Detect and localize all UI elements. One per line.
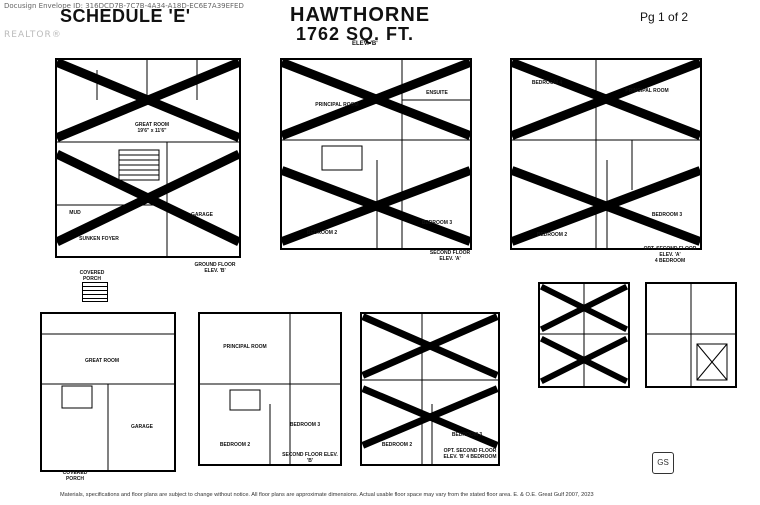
second-floor-b-label: SECOND FLOOR ELEV. 'B' <box>280 452 340 464</box>
square-footage: 1762 SQ. FT. <box>296 24 415 44</box>
model-name: HAWTHORNE <box>290 4 431 26</box>
room-label-foyer: SUNKEN FOYER <box>79 236 119 242</box>
room-label-mud: MUD <box>69 210 81 216</box>
floor-plan-drawing <box>57 60 239 256</box>
floor-plan-drawing <box>540 284 628 386</box>
room-label-bedroom-3: BEDROOM 3 <box>651 212 683 218</box>
opt-second-floor-plan-b: BEDROOM 2 BEDROOM 3 OPT. SECOND FLOOR EL… <box>360 312 500 466</box>
opt-second-floor-b-label: OPT. SECOND FLOOR ELEV. 'B' 4 BEDROOM <box>442 448 498 460</box>
opt-second-floor-note: 4 BEDROOM <box>654 258 686 264</box>
second-floor-b-title: SECOND FLOOR <box>282 452 323 458</box>
opt-second-floor-b-title: OPT. SECOND FLOOR <box>443 448 497 454</box>
floor-plan-drawing <box>512 60 700 248</box>
opt-second-floor-plan-a: BEDROOM 4 PRINCIPAL ROOM BEDROOM 2 BEDRO… <box>510 58 702 250</box>
porch-steps <box>82 282 108 302</box>
small-plan-open <box>645 282 737 388</box>
floor-plan-drawing <box>42 333 174 470</box>
room-label-bedroom-2: BEDROOM 2 <box>536 232 568 238</box>
floor-plan-drawing <box>647 284 735 386</box>
opt-second-floor-b-elev: ELEV. 'B' <box>443 454 465 460</box>
small-plan-crossed <box>538 282 630 388</box>
room-label-bedroom-4: BEDROOM 4 <box>531 80 563 86</box>
room-label-principal: PRINCIPAL ROOM <box>625 88 669 94</box>
realtor-watermark: REALTOR® <box>4 30 62 40</box>
ground-floor-label: GROUND FLOOR ELEV. 'B' <box>190 262 240 274</box>
room-dim-great-room: 19'6" x 11'6" <box>137 128 167 134</box>
opt-second-floor-elev: ELEV. 'A' <box>659 252 681 258</box>
room-label-bedroom-2: BEDROOM 2 <box>306 230 338 236</box>
room-label-principal: PRINCIPAL ROOM <box>315 102 359 108</box>
room-label-garage: GARAGE <box>191 212 213 218</box>
room-label-garage: GARAGE <box>131 424 153 430</box>
room-label-great-room: GREAT ROOM <box>134 122 170 128</box>
second-floor-label: SECOND FLOOR ELEV. 'A' <box>425 250 475 262</box>
room-label-bedroom-3: BEDROOM 3 <box>451 432 483 438</box>
second-floor-plan-a: PRINCIPAL ROOM ENSUITE BEDROOM 2 BEDROOM… <box>280 58 472 250</box>
covered-porch-label-b: COVERED PORCH <box>62 470 88 482</box>
elevation-label: ELEV. 'B' <box>352 41 378 47</box>
ground-floor-title: GROUND FLOOR <box>194 262 236 268</box>
ground-floor-plan-b: GREAT ROOM GARAGE <box>40 312 176 472</box>
covered-porch-label: COVERED PORCH <box>79 270 105 282</box>
opt-second-floor-title: OPT. SECOND FLOOR <box>643 246 697 252</box>
second-floor-plan-b: PRINCIPAL ROOM BEDROOM 2 BEDROOM 3 SECON… <box>198 312 342 466</box>
disclaimer-text: Materials, specifications and floor plan… <box>60 492 594 498</box>
room-label-principal: PRINCIPAL ROOM <box>223 344 267 350</box>
room-label-bedroom-2: BEDROOM 2 <box>381 442 413 448</box>
schedule-title: SCHEDULE 'E' <box>60 6 191 26</box>
opt-second-floor-label: OPT. SECOND FLOOR ELEV. 'A' 4 BEDROOM <box>640 246 700 264</box>
opt-second-floor-b-note: 4 BEDROOM <box>466 454 497 460</box>
ground-floor-plan-a: GREAT ROOM 19'6" x 11'6" GARAGE SUNKEN F… <box>55 58 241 258</box>
second-floor-title: SECOND FLOOR <box>429 250 471 256</box>
ground-floor-elev: ELEV. 'B' <box>204 268 226 274</box>
builder-logo: GS <box>652 452 674 474</box>
docusign-envelope-id: Docusign Envelope ID: 316DCD7B-7C7B-4A34… <box>4 2 244 10</box>
floor-plan-drawing <box>200 314 340 464</box>
second-floor-elev: ELEV. 'A' <box>439 256 461 262</box>
room-label-great-room: GREAT ROOM <box>84 358 120 364</box>
floor-plan-drawing <box>362 314 498 464</box>
floor-plan-drawing <box>282 60 470 248</box>
page-number: Pg 1 of 2 <box>640 10 689 24</box>
room-label-bedroom-2: BEDROOM 2 <box>219 442 251 448</box>
second-floor-b-elev: ELEV. 'B' <box>307 452 338 464</box>
room-label-ensuite: ENSUITE <box>426 90 448 96</box>
room-label-bedroom-3: BEDROOM 3 <box>289 422 321 428</box>
room-label-bedroom-3: BEDROOM 3 <box>421 220 453 226</box>
